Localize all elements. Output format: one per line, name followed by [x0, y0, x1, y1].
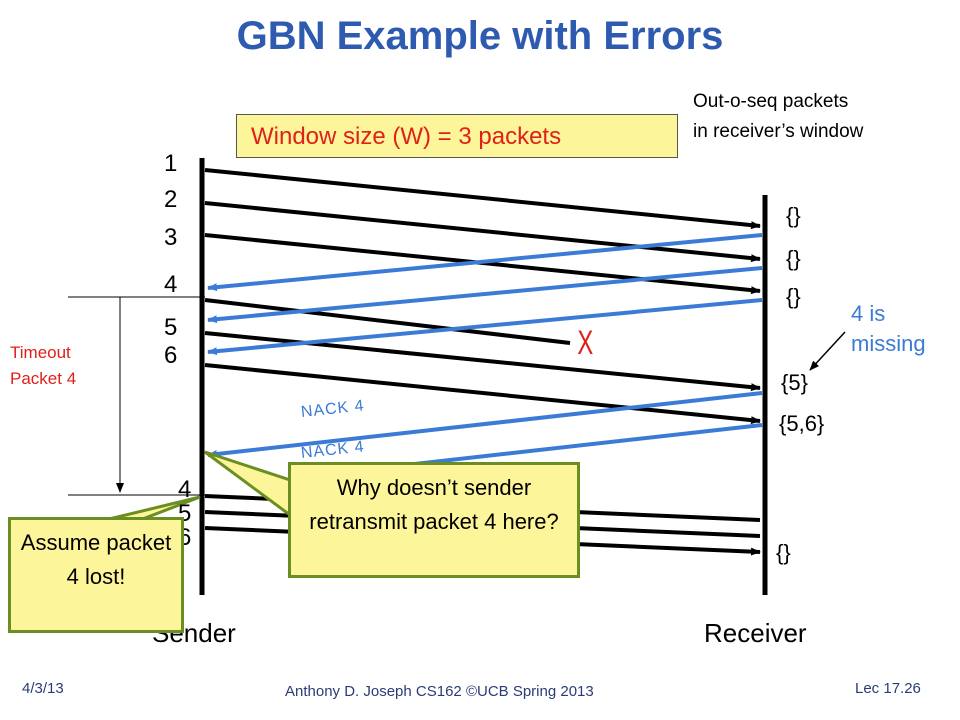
seq-number-6: 6 [164, 342, 178, 369]
missing-pointer-arrow [809, 331, 846, 371]
lost-packet-mark: X [577, 324, 594, 362]
packet-2-arrow [204, 201, 761, 263]
question-callout: Why doesn’t sender retransmit packet 4 h… [288, 462, 580, 578]
seq-number-3: 3 [164, 224, 178, 251]
packet-6-arrow [204, 363, 761, 425]
retx-seq-number-4: 4 [178, 476, 192, 503]
oos-header-line2: in receiver’s window [693, 121, 864, 142]
receiver-buffer-3: {} [786, 284, 801, 309]
packet-4-arrow-lost [204, 298, 571, 345]
receiver-label: Receiver [704, 618, 807, 648]
missing-note-line1: 4 is [851, 301, 886, 326]
footer-date: 4/3/13 [22, 680, 64, 697]
packet-5-arrow [204, 331, 761, 392]
window-size-box: Window size (W) = 3 packets [236, 114, 678, 158]
seq-number-5: 5 [164, 314, 178, 341]
oos-header-line1: Out-o-seq packets [693, 91, 849, 112]
timeout-label-line2: Packet 4 [10, 369, 77, 388]
slide-title: GBN Example with Errors [236, 14, 724, 58]
assume-callout: Assume packet 4 lost! [8, 517, 184, 633]
timeout-label: Timeout Packet 4 [10, 340, 76, 392]
ack-arrow-3 [207, 298, 763, 356]
missing-note-line2: missing [851, 331, 926, 356]
question-callout-tail [204, 450, 292, 518]
receiver-buffer-2: {} [786, 246, 801, 271]
footer-author: Anthony D. Joseph CS162 ©UCB Spring 2013 [285, 683, 594, 700]
seq-number-1: 1 [164, 150, 178, 177]
ack-arrow-1 [207, 233, 763, 292]
footer-lecture: Lec 17.26 [855, 680, 921, 697]
seq-number-2: 2 [164, 186, 178, 213]
timeout-label-line1: Timeout [10, 343, 71, 362]
ack-arrow-2 [207, 266, 763, 324]
question-callout-text: Why doesn’t sender retransmit packet 4 h… [309, 475, 559, 534]
assume-callout-text: Assume packet 4 lost! [20, 530, 172, 589]
receiver-buffer-6: {} [776, 540, 791, 565]
receiver-buffer-1: {} [786, 203, 801, 228]
seq-number-4: 4 [164, 271, 178, 298]
window-size-text: Window size (W) = 3 packets [251, 123, 562, 150]
missing-note: 4 is missing [851, 299, 956, 359]
packet-1-arrow [204, 168, 761, 230]
receiver-buffer-4: {5} [781, 370, 808, 395]
receiver-buffer-5: {5,6} [779, 411, 825, 436]
nack-arrow-1 [207, 391, 763, 458]
